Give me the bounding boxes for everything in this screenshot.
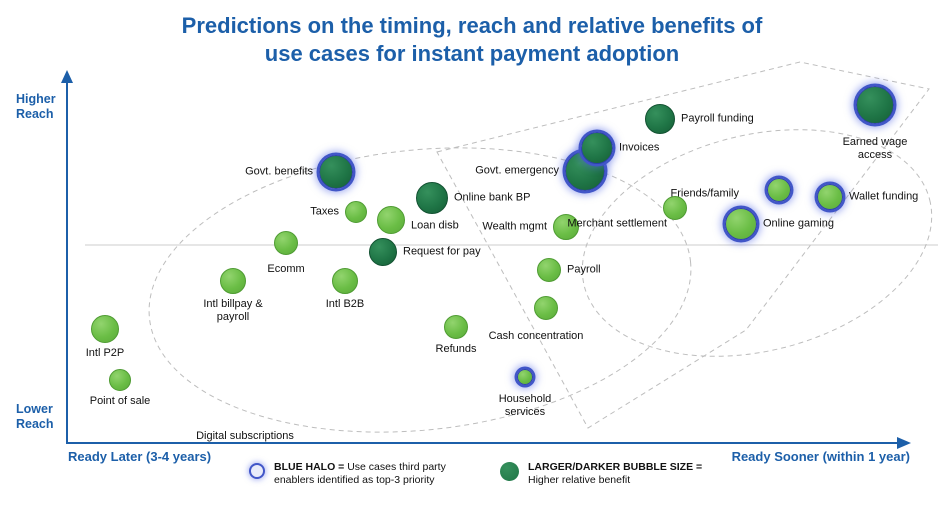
bubble-label-govt-emergency: Govt. emergency xyxy=(475,164,559,177)
bubble-label-intl-p2p: Intl P2P xyxy=(85,347,125,359)
bubble-invoices xyxy=(581,132,613,164)
bubble-loan-disb xyxy=(377,206,405,234)
bubble-label-wallet-funding: Wallet funding xyxy=(849,190,919,203)
blue-halo-icon xyxy=(251,465,263,477)
bubble-label-online-bank-bp: Online bank BP xyxy=(454,191,531,204)
bubble-label-govt-benefits: Govt. benefits xyxy=(245,165,313,178)
dashed-ellipse-left xyxy=(148,147,692,433)
bubble-wallet-funding xyxy=(817,184,843,210)
bubble-label-merchant-settlement: Merchant settlement xyxy=(567,217,667,230)
y-axis-label-higher-reach: Higher Reach xyxy=(16,92,56,121)
legend-item-bubble-size: LARGER/DARKER BUBBLE SIZE = Higher relat… xyxy=(500,461,702,487)
bubble-online-gaming xyxy=(725,208,757,240)
y-axis-label-lower-reach: Lower Reach xyxy=(16,402,54,431)
dark-bubble-icon xyxy=(500,462,519,481)
page-title-line2: use cases for instant payment adoption xyxy=(264,41,680,66)
bubble-household-services xyxy=(517,369,533,385)
legend-halo-desc: Use cases third party enablers identifie… xyxy=(274,461,446,486)
bubble-label-point-of-sale: Point of sale xyxy=(89,395,151,407)
bubble-label-friends-family: Friends/family xyxy=(670,187,739,200)
bubble-intl-p2p xyxy=(91,315,119,343)
x-axis-label-ready-sooner: Ready Sooner (within 1 year) xyxy=(731,449,910,464)
bubble-refunds xyxy=(444,315,468,339)
page-title-line1: Predictions on the timing, reach and rel… xyxy=(181,13,763,38)
x-axis-label-ready-later: Ready Later (3-4 years) xyxy=(68,449,212,464)
bubble-label-intl-billpay-payroll: Intl billpay & payroll xyxy=(203,298,263,323)
bubble-request-for-pay xyxy=(369,238,397,266)
bubble-label-online-gaming: Online gaming xyxy=(763,217,834,230)
bubble-label-cash-concentration: Cash concentration xyxy=(488,330,584,342)
legend-item-blue-halo: BLUE HALO = Use cases third party enable… xyxy=(248,461,454,487)
bubble-govt-benefits xyxy=(319,155,353,189)
bubble-label-payroll-funding: Payroll funding xyxy=(681,112,754,125)
legend-size-term: LARGER/DARKER BUBBLE SIZE = xyxy=(528,461,703,473)
bubble-friends-family xyxy=(767,178,791,202)
dashed-ellipse-right xyxy=(581,129,933,357)
bubble-payroll xyxy=(537,258,561,282)
bubble-label-refunds: Refunds xyxy=(435,343,477,355)
bubble-intl-billpay-payroll xyxy=(220,268,246,294)
bubble-wealth-mgmt xyxy=(553,214,579,240)
x-axis-arrow-icon xyxy=(897,437,911,449)
y-axis-arrow-icon xyxy=(61,70,73,83)
legend-size-desc: Higher relative benefit xyxy=(528,474,631,486)
bubble-merchant-settlement xyxy=(663,196,687,220)
bubble-label-invoices: Invoices xyxy=(619,141,660,154)
bubble-label-loan-disb: Loan disb xyxy=(411,219,459,232)
legend: BLUE HALO = Use cases third party enable… xyxy=(248,461,702,487)
bubble-label-wealth-mgmt: Wealth mgmt xyxy=(482,220,547,233)
bubble-intl-b2b xyxy=(332,268,358,294)
bubble-label-taxes: Taxes xyxy=(310,205,339,218)
bubble-cash-concentration xyxy=(534,296,558,320)
bubble-label-ecomm: Ecomm xyxy=(267,263,305,275)
legend-halo-text: BLUE HALO = Use cases third party enable… xyxy=(274,461,454,487)
bubble-label-intl-b2b: Intl B2B xyxy=(325,298,365,310)
bubble-point-of-sale xyxy=(109,369,131,391)
bubble-payroll-funding xyxy=(645,104,675,134)
dashed-polygon xyxy=(436,61,930,429)
bubble-earned-wage-access xyxy=(856,86,894,124)
bubble-label-payroll: Payroll xyxy=(567,263,601,276)
annotation-digital-subscriptions: Digital subscriptions xyxy=(196,430,294,442)
bubble-taxes xyxy=(345,201,367,223)
bubble-ecomm xyxy=(274,231,298,255)
bubble-label-request-for-pay: Request for pay xyxy=(403,245,481,258)
page-title: Predictions on the timing, reach and rel… xyxy=(0,12,944,68)
legend-halo-term: BLUE HALO = xyxy=(274,461,345,473)
legend-size-text: LARGER/DARKER BUBBLE SIZE = Higher relat… xyxy=(528,461,702,487)
bubble-label-household-services: Household services xyxy=(498,393,552,418)
bubble-online-bank-bp xyxy=(416,182,448,214)
bubble-label-earned-wage-access: Earned wage access xyxy=(842,136,908,161)
